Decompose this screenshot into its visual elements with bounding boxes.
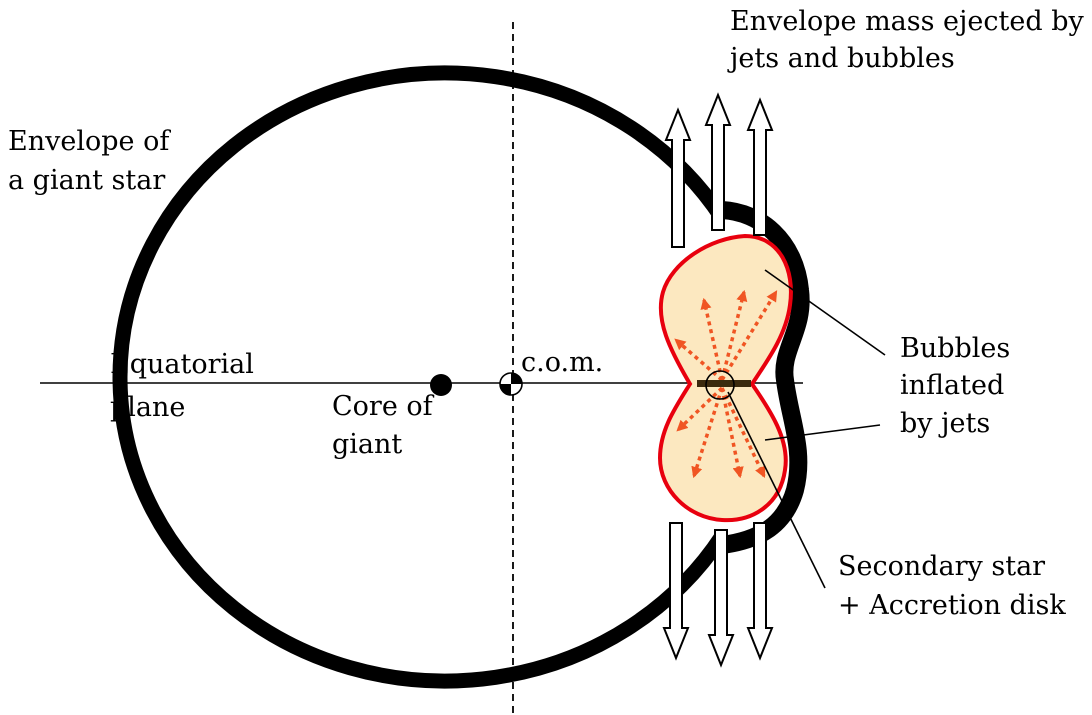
label-core-line2: giant [332,429,402,460]
bubbles-leader-line-lower [764,424,881,441]
ejection-arrows-bottom [662,522,774,668]
ejection-arrow-up-3 [746,97,774,236]
label-envelope-line2: a giant star [8,165,165,196]
jet-arrow-up-1 [674,338,724,382]
label-ejected-line2: jets and bubbles [727,43,955,74]
jet-arrow-up-4 [720,290,778,381]
giant-core [430,374,452,396]
jet-inflated-bubbles [657,233,793,523]
label-envelope-line1: Envelope of [8,126,171,157]
jet-arrow-up-3 [720,289,748,381]
ejection-arrow-up-1 [664,107,692,248]
ejection-arrow-down-2 [707,529,735,668]
ejection-arrow-down-3 [746,522,774,661]
secondary-star [705,370,735,400]
envelope-bulge-outline [720,201,810,554]
accretion-disk [697,380,751,387]
jet-arrow-down-1 [676,386,724,432]
label-bubbles-line1: Bubbles [900,333,1010,364]
label-com: c.o.m. [521,347,603,378]
label-bubbles-line2: inflated [900,370,1004,401]
bubbles-leader-line-upper [764,269,886,356]
giant-envelope-ring [112,65,729,689]
jet-arrows [674,289,778,479]
label-secondary-line1: Secondary star [838,551,1045,582]
label-equatorial-line2: plane [110,392,185,423]
ejection-arrows-top [664,92,774,248]
jet-arrow-up-2 [700,297,724,381]
com-symbol [499,372,523,396]
label-equatorial-line1: Equatorial [110,349,254,380]
jet-arrow-down-3 [720,387,744,479]
jet-arrow-down-4 [720,387,766,479]
label-ejected-line1: Envelope mass ejected by [730,6,1084,37]
ejection-arrow-up-2 [704,92,732,231]
ejection-arrow-down-1 [662,522,690,661]
secondary-leader-line [727,391,826,589]
label-bubbles-line3: by jets [900,408,990,439]
label-secondary-line2: + Accretion disk [838,590,1066,621]
label-core-line1: Core of [332,391,435,422]
